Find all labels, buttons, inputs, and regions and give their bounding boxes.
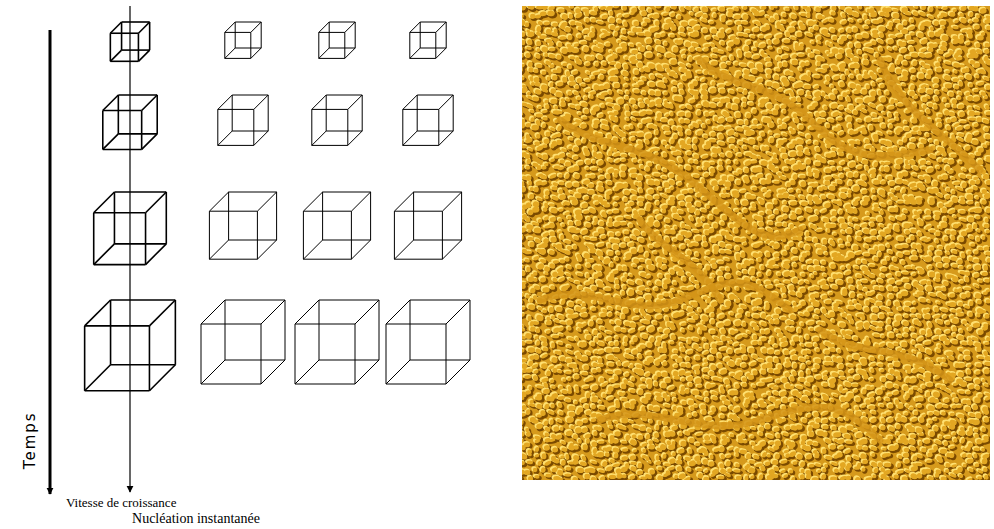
cube-edge bbox=[303, 240, 322, 259]
cube-edge bbox=[348, 95, 362, 109]
cube bbox=[312, 95, 362, 145]
cube-edge bbox=[218, 95, 232, 109]
cube-edge bbox=[138, 50, 149, 61]
cube-edge bbox=[209, 240, 228, 259]
cube-edge bbox=[254, 131, 268, 145]
cube-edge bbox=[138, 22, 149, 33]
cube-edge bbox=[312, 131, 326, 145]
cube-edge bbox=[319, 22, 329, 32]
cube-edge bbox=[261, 300, 285, 324]
cube-edge bbox=[142, 95, 158, 111]
cube-edge bbox=[410, 22, 420, 32]
cube-edge bbox=[394, 192, 413, 211]
cube-edge bbox=[257, 240, 276, 259]
cube-edge bbox=[303, 192, 322, 211]
cube-edge bbox=[436, 48, 446, 58]
cube-edge bbox=[85, 300, 111, 326]
cube bbox=[209, 192, 276, 259]
cube-edge bbox=[394, 240, 413, 259]
cube-edge bbox=[94, 244, 115, 265]
cube-edge bbox=[446, 300, 470, 324]
cube-edge bbox=[251, 48, 261, 58]
cube-edge bbox=[251, 22, 261, 32]
cube-edge bbox=[386, 300, 410, 324]
cube-edge bbox=[103, 95, 119, 111]
cube-edge bbox=[319, 48, 329, 58]
cube bbox=[295, 300, 379, 384]
cube-edge bbox=[345, 48, 355, 58]
cube-edge bbox=[146, 244, 167, 265]
cube-edge bbox=[261, 360, 285, 384]
cube-edge bbox=[446, 360, 470, 384]
cube-edge bbox=[149, 365, 175, 391]
cube-edge bbox=[146, 192, 167, 213]
cube-edge bbox=[439, 95, 453, 109]
cube-edge bbox=[149, 300, 175, 326]
cube-edge bbox=[436, 22, 446, 32]
cube-edge bbox=[295, 300, 319, 324]
cube-edge bbox=[355, 360, 379, 384]
cube-edge bbox=[257, 192, 276, 211]
cube bbox=[410, 22, 446, 58]
cube-edge bbox=[201, 360, 225, 384]
cube-edge bbox=[442, 240, 461, 259]
cube bbox=[225, 22, 261, 58]
cube-edge bbox=[403, 95, 417, 109]
cube bbox=[303, 192, 370, 259]
cube bbox=[201, 300, 285, 384]
cube bbox=[386, 300, 470, 384]
cube-edge bbox=[403, 131, 417, 145]
cube-edge bbox=[201, 300, 225, 324]
cube-edge bbox=[295, 360, 319, 384]
cube-edge bbox=[348, 131, 362, 145]
cube-edge bbox=[410, 48, 420, 58]
cube-edge bbox=[345, 22, 355, 32]
cube-edge bbox=[110, 50, 121, 61]
cube bbox=[218, 95, 268, 145]
cube-edge bbox=[218, 131, 232, 145]
afm-image bbox=[513, 1, 994, 486]
cube-edge bbox=[351, 192, 370, 211]
cube bbox=[319, 22, 355, 58]
cube-edge bbox=[142, 134, 158, 150]
cube-edge bbox=[209, 192, 228, 211]
cube bbox=[403, 95, 453, 145]
cube-edge bbox=[110, 22, 121, 33]
cube-edge bbox=[355, 300, 379, 324]
cube bbox=[394, 192, 461, 259]
cube-edge bbox=[312, 95, 326, 109]
cube-edge bbox=[103, 134, 119, 150]
cube-edge bbox=[225, 22, 235, 32]
cube-edge bbox=[225, 48, 235, 58]
cube-grid bbox=[85, 22, 470, 391]
cube-edge bbox=[442, 192, 461, 211]
cube-edge bbox=[439, 131, 453, 145]
cube-edge bbox=[386, 360, 410, 384]
cube-edge bbox=[85, 365, 111, 391]
cube-edge bbox=[351, 240, 370, 259]
cube-edge bbox=[254, 95, 268, 109]
cube-edge bbox=[94, 192, 115, 213]
